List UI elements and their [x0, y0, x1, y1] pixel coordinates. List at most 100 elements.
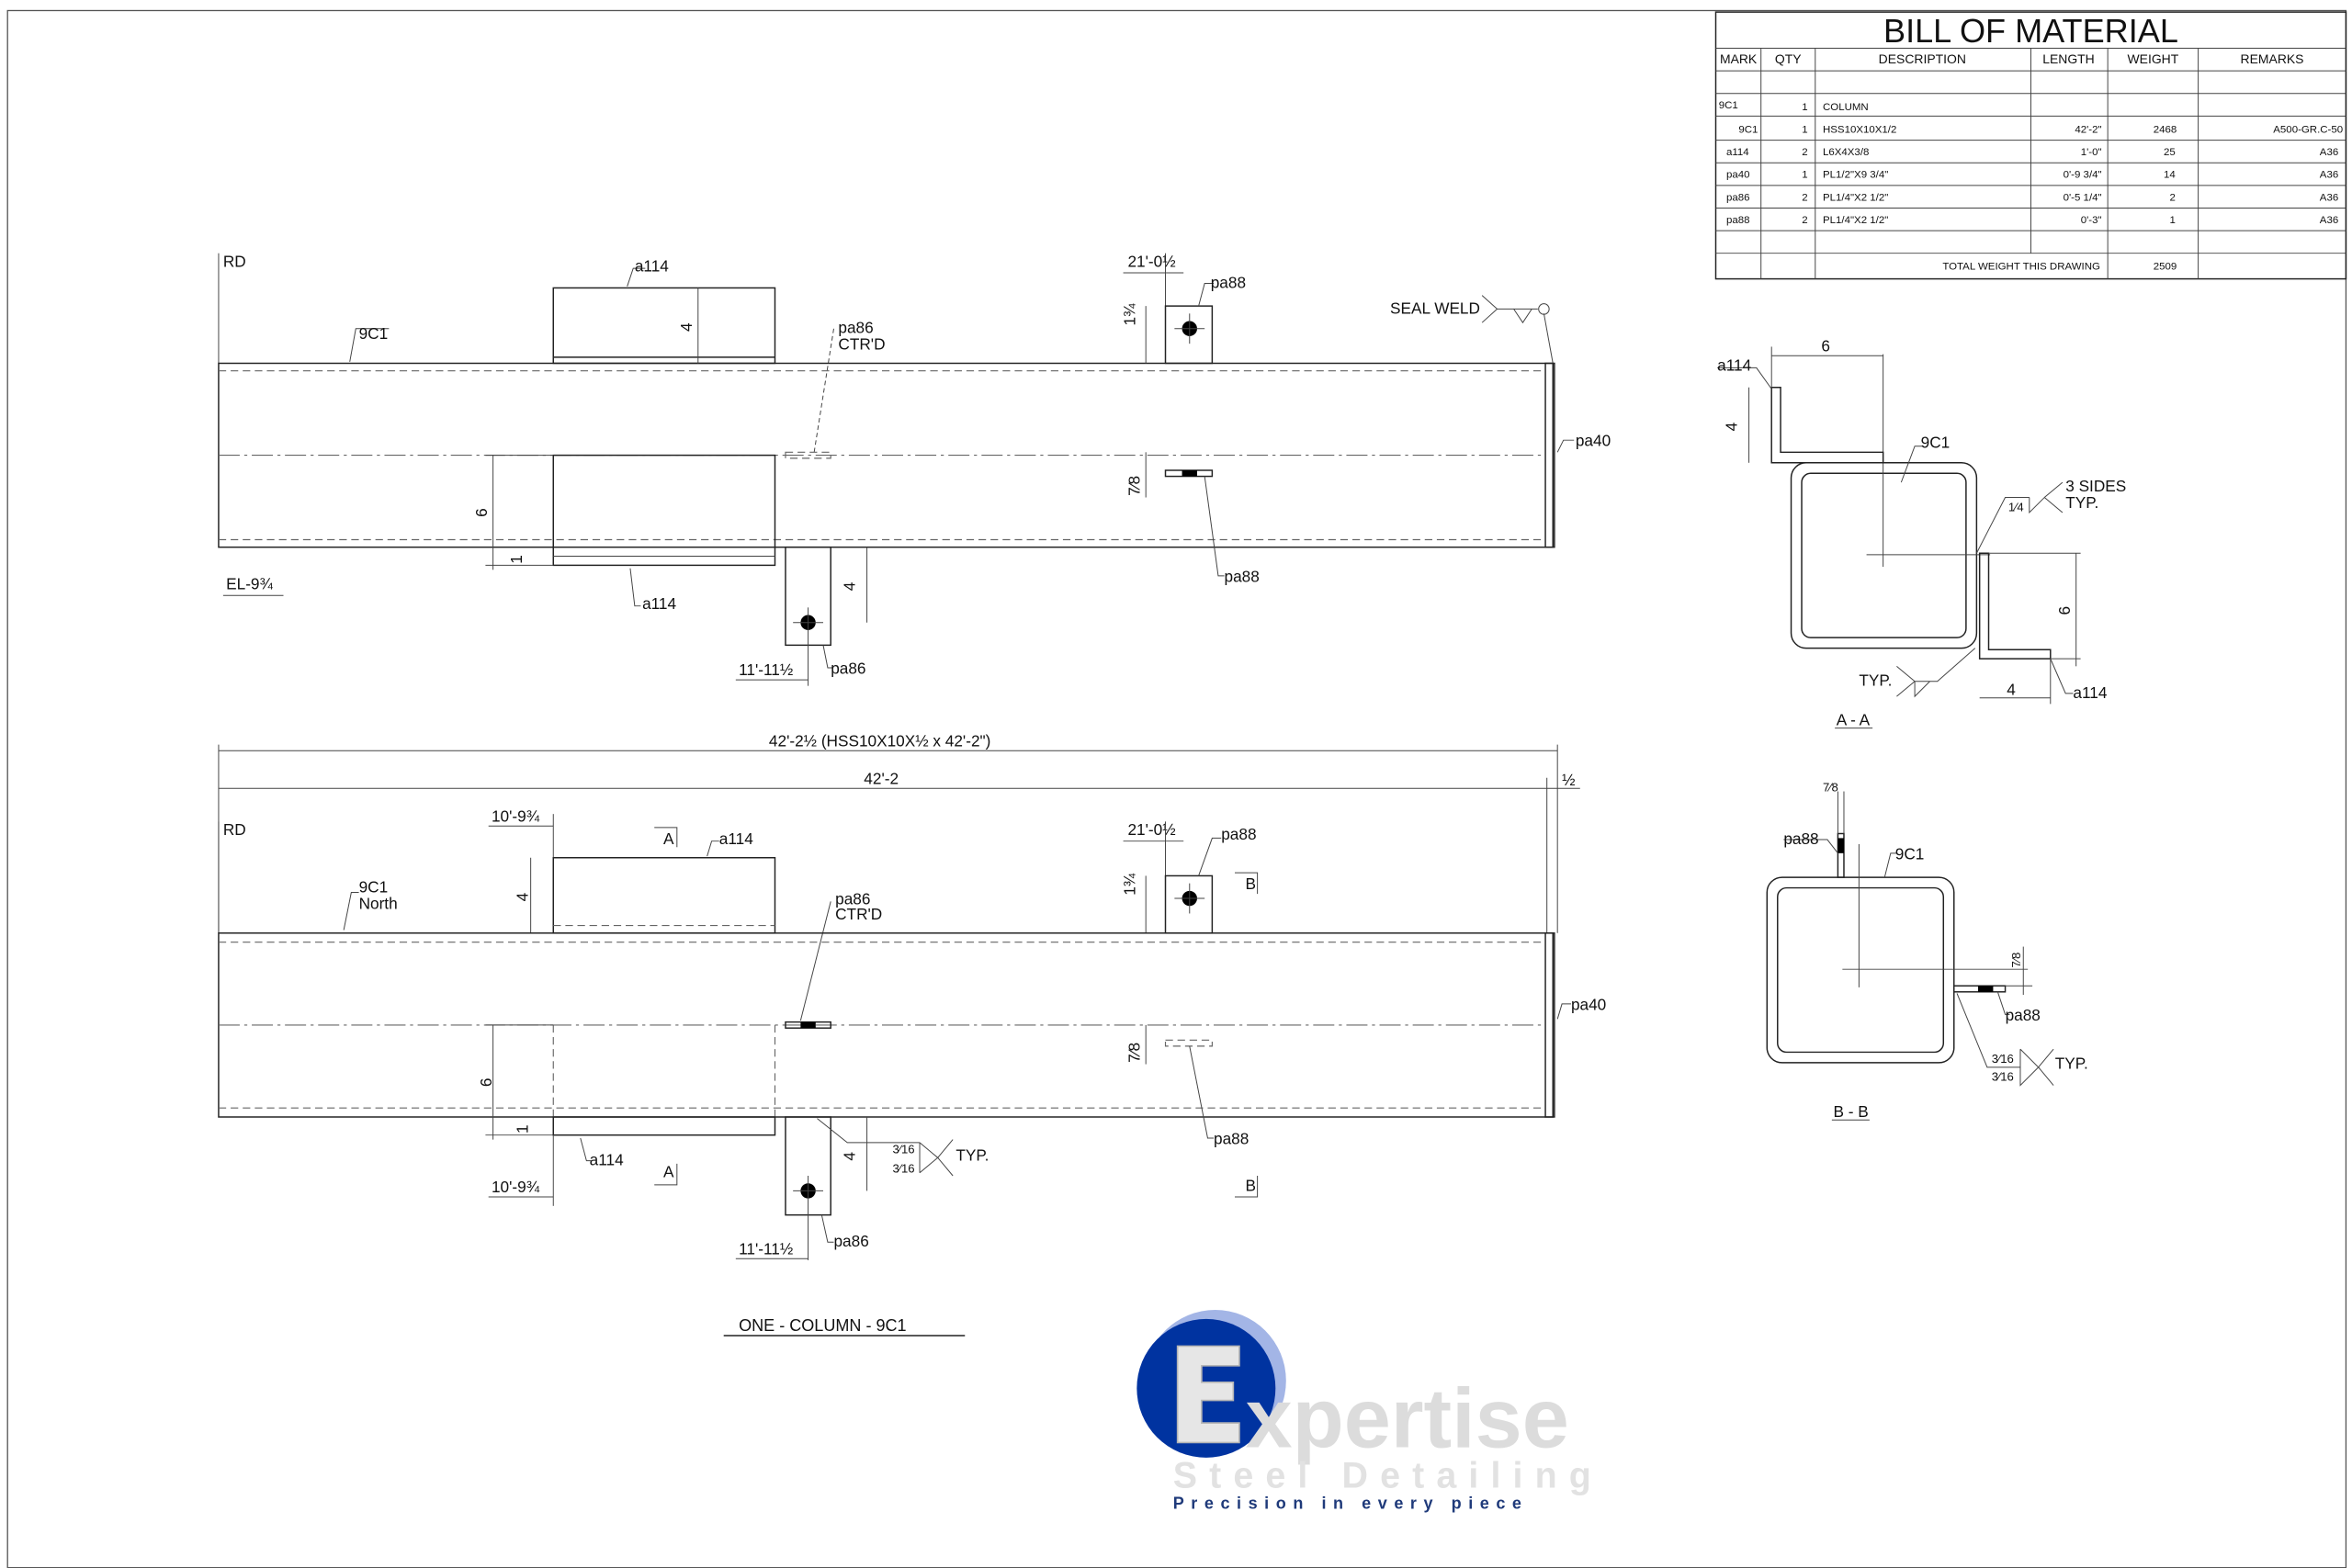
pa88-label-bottom: pa88	[1214, 1130, 1249, 1148]
angle-a114-top	[552, 287, 776, 365]
pa86-label: pa86	[835, 890, 870, 908]
bom-remarks: A36	[2320, 192, 2338, 203]
dim-7-8: 7⁄8	[1125, 476, 1144, 496]
three-sides-label: 3 SIDES	[2065, 477, 2126, 495]
expertise-logo: E xpertise Steel Detailing Precision in …	[1136, 1310, 1591, 1513]
bom-mark: pa86	[1726, 192, 1750, 203]
bom-total-label: TOTAL WEIGHT THIS DRAWING	[1942, 262, 2100, 273]
typ-label: TYP.	[956, 1146, 989, 1165]
dim-6: 6	[472, 508, 491, 517]
bom-remarks: A36	[2320, 215, 2338, 226]
end-dimension: ½	[1562, 771, 1575, 789]
pa40-label: pa40	[1571, 995, 1606, 1013]
dim-1-3-4: 1¾	[1121, 303, 1139, 326]
bom-row: pa88 2 PL1/4"X2 1/2" 0'-3" 1 A36	[1726, 215, 2338, 226]
a114-label-bottom: a114	[642, 594, 676, 613]
pa40-label: pa40	[1576, 432, 1611, 450]
bom-row: a114 2 L6X4X3/8 1'-0" 25 A36	[1726, 147, 2338, 158]
plate-pa88	[1164, 305, 1214, 365]
dim-1-3-4: 1¾	[1121, 873, 1139, 896]
bom-length: 42'-2"	[2075, 124, 2101, 135]
top-elevation-view: RD 9C1 a114 4 pa86 CTR'D 21'-0½ pa88 1¾ …	[218, 252, 1611, 686]
pa86-label: pa86	[838, 319, 873, 337]
angle-a114-bottom	[552, 1116, 776, 1136]
bom-weight: 14	[2164, 170, 2176, 181]
bom-row: pa86 2 PL1/4"X2 1/2" 0'-5 1/4" 2 A36	[1726, 192, 2338, 203]
sheet-border	[6, 9, 2347, 1568]
bom-mark: pa40	[1726, 170, 1750, 181]
bom-length: 0'-9 3/4"	[2064, 170, 2102, 181]
bom-remarks: A36	[2320, 147, 2338, 158]
bom-qty: 1	[1802, 170, 1807, 181]
pa88-label-top: pa88	[1783, 829, 1818, 848]
bom-description: PL1/2"X9 3/4"	[1823, 170, 1888, 181]
bom-header-weight: WEIGHT	[2128, 51, 2179, 66]
dim-4: 4	[1722, 422, 1740, 431]
bom-remarks: A500-GR.C-50	[2273, 124, 2343, 135]
bom-description: PL1/4"X2 1/2"	[1823, 215, 1888, 226]
bom-qty: 1	[1802, 124, 1807, 135]
section-a-a: 6 4 a114 9C1 1⁄4 3 SIDES TYP. 6 4 a114 T…	[1717, 336, 2126, 728]
elevation-label: EL-9¾	[226, 575, 273, 593]
column-mark: 9C1	[1895, 844, 1925, 863]
dim-1: 1	[513, 1124, 531, 1134]
bom-header-mark: MARK	[1720, 51, 1758, 66]
bom-description: COLUMN	[1823, 102, 1869, 113]
pa88-label-bottom: pa88	[1225, 567, 1260, 585]
bom-qty: 2	[1802, 215, 1807, 226]
bom-qty: 2	[1802, 192, 1807, 203]
bill-of-material: BILL OF MATERIAL MARK QTY DESCRIPTION LE…	[1714, 11, 2347, 280]
bom-header-qty: QTY	[1775, 51, 1802, 66]
weld-symbol-icon	[817, 1118, 954, 1177]
pa88-label: pa88	[1221, 825, 1256, 843]
bom-row: 9C1 1 COLUMN	[1719, 100, 1869, 113]
bom-description: PL1/4"X2 1/2"	[1823, 192, 1888, 203]
dim-4: 4	[677, 322, 695, 332]
bom-header-remarks: REMARKS	[2241, 51, 2304, 66]
pa86-label-bottom: pa86	[831, 660, 865, 678]
dim-4-plate: 4	[840, 1152, 858, 1161]
end-plate-pa40	[1544, 932, 1555, 1118]
weld-size-b: 3⁄16	[892, 1162, 914, 1176]
bom-mark: 9C1	[1738, 124, 1758, 135]
weld-symbol-icon	[1956, 993, 2054, 1087]
pa88-label: pa88	[1211, 273, 1246, 291]
bom-description: L6X4X3/8	[1823, 147, 1869, 158]
weld-symbol-icon	[1481, 295, 1554, 364]
dim-21: 21'-0½	[1127, 252, 1175, 270]
dim-10-9-bottom: 10'-9¾	[492, 1178, 540, 1196]
typ-label: TYP.	[2055, 1054, 2088, 1072]
ctrd-label: CTR'D	[838, 335, 885, 354]
bom-weight: 2	[2170, 192, 2176, 203]
bom-length: 0'-3"	[2081, 215, 2102, 226]
dim-4-plate: 4	[840, 581, 858, 591]
dim-1: 1	[507, 555, 526, 564]
plate-pa88-top	[1837, 832, 1845, 878]
weld-size-b: 3⁄16	[1992, 1070, 2014, 1084]
dim-7-8-right: 7⁄8	[2009, 953, 2023, 968]
bom-mark: a114	[1726, 147, 1749, 158]
section-title: B - B	[1833, 1102, 1868, 1121]
bom-header-length: LENGTH	[2042, 51, 2095, 66]
bom-qty: 1	[1802, 102, 1807, 113]
a114-label-bottom: a114	[590, 1151, 624, 1169]
pa88-label-right: pa88	[2006, 1006, 2041, 1024]
bom-total-weight: 2509	[2154, 262, 2177, 273]
dim-4-bottom: 4	[2007, 681, 2016, 699]
ctrd-label: CTR'D	[835, 905, 882, 923]
pa86-label-bottom: pa86	[833, 1232, 868, 1250]
section-a-marker-bottom: A	[663, 1163, 674, 1181]
weld-size: 1⁄4	[2008, 500, 2024, 513]
section-b-marker-bottom: B	[1245, 1176, 1256, 1194]
plate-pa88-hidden	[1164, 1039, 1213, 1047]
bom-row: pa40 1 PL1/2"X9 3/4" 0'-9 3/4" 14 A36	[1726, 170, 2338, 181]
dim-7-8-top: 7⁄8	[1823, 781, 1838, 795]
reference-rd: RD	[223, 820, 246, 839]
section-title: A - A	[1837, 710, 1871, 728]
bom-length: 1'-0"	[2081, 147, 2102, 158]
logo-tagline: Precision in every piece	[1173, 1495, 1529, 1513]
north-label: North	[359, 895, 398, 913]
typ-label: TYP.	[2065, 493, 2098, 512]
dim-7-8: 7⁄8	[1125, 1043, 1144, 1063]
